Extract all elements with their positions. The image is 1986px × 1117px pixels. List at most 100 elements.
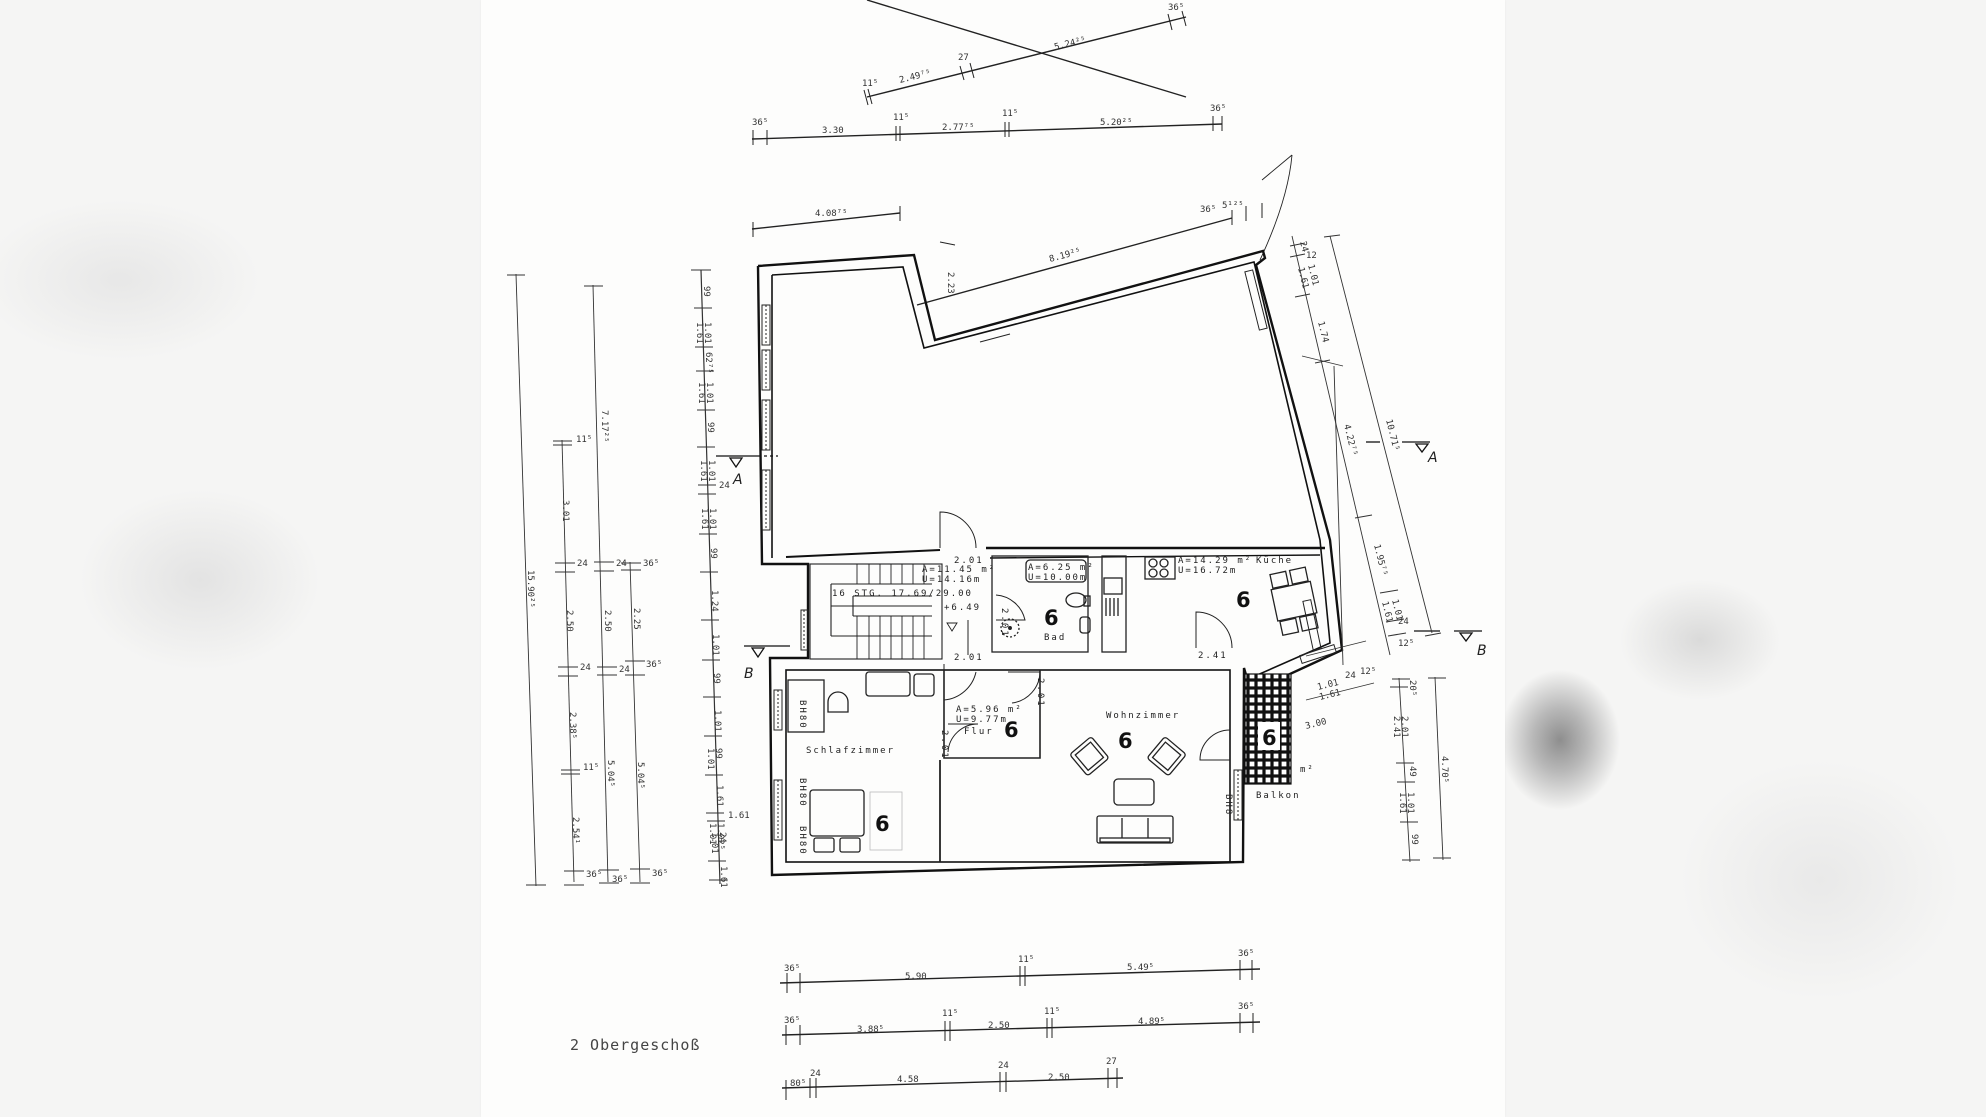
svg-text:4.08⁷⁵: 4.08⁷⁵ — [815, 209, 848, 219]
svg-text:36⁵: 36⁵ — [784, 1016, 800, 1026]
svg-text:99: 99 — [708, 548, 718, 559]
svg-text:1.01: 1.01 — [705, 748, 715, 770]
plan-title: 2 Obergeschoß — [570, 1036, 700, 1054]
svg-text:36⁵: 36⁵ — [752, 118, 768, 128]
svg-text:3.01: 3.01 — [560, 500, 570, 522]
svg-text:3.00: 3.00 — [1304, 717, 1327, 732]
svg-text:27: 27 — [1106, 1057, 1117, 1067]
svg-text:10.71⁵: 10.71⁵ — [1383, 418, 1401, 452]
svg-text:1.24: 1.24 — [709, 590, 719, 612]
svg-text:24: 24 — [719, 481, 730, 491]
svg-text:Flur: Flur — [964, 727, 994, 737]
svg-text:1.95⁷⁵: 1.95⁷⁵ — [1371, 543, 1389, 577]
svg-text:36⁵: 36⁵ — [646, 660, 662, 670]
svg-text:11⁵: 11⁵ — [893, 113, 909, 123]
svg-text:1.01: 1.01 — [710, 634, 720, 656]
svg-text:1.01: 1.01 — [707, 823, 717, 845]
svg-text:36⁵: 36⁵ — [1238, 1002, 1254, 1012]
door-swings — [939, 511, 1233, 761]
svg-text:Schlafzimmer: Schlafzimmer — [806, 746, 895, 756]
room-balkon: 6 Balkon m² — [1244, 673, 1313, 801]
svg-text:11⁵: 11⁵ — [862, 79, 878, 89]
svg-text:24: 24 — [810, 1069, 821, 1079]
section-marker-labels: A B A B — [732, 450, 1487, 682]
svg-text:1.61: 1.61 — [714, 785, 724, 807]
svg-text:36⁵: 36⁵ — [1210, 104, 1226, 114]
svg-text:Küche: Küche — [1256, 556, 1293, 566]
svg-text:2.01: 2.01 — [1035, 678, 1045, 708]
unit-number-bad: 6 — [1044, 606, 1059, 630]
room-schlafzimmer: Schlafzimmer 6 BH80 BH80 BH80 — [787, 671, 941, 862]
svg-text:4.70⁵: 4.70⁵ — [1439, 756, 1449, 783]
svg-text:5¹²⁵: 5¹²⁵ — [1222, 201, 1244, 211]
svg-text:36⁵: 36⁵ — [643, 559, 659, 569]
svg-text:11⁵: 11⁵ — [942, 1009, 958, 1019]
svg-text:2.38⁵: 2.38⁵ — [567, 712, 577, 739]
svg-text:2.50: 2.50 — [988, 1021, 1010, 1031]
svg-text:12: 12 — [1306, 251, 1317, 261]
svg-text:2.01: 2.01 — [939, 730, 949, 760]
svg-text:2.50: 2.50 — [564, 610, 574, 632]
svg-text:24: 24 — [717, 832, 727, 843]
svg-text:36⁵: 36⁵ — [784, 964, 800, 974]
svg-text:1.01: 1.01 — [1405, 792, 1415, 814]
svg-text:3.88⁵: 3.88⁵ — [857, 1025, 884, 1035]
svg-text:BH80: BH80 — [797, 778, 807, 808]
svg-text:+6.49: +6.49 — [944, 603, 981, 613]
svg-text:5.04⁵: 5.04⁵ — [635, 762, 645, 789]
svg-text:U=16.72m: U=16.72m — [1178, 566, 1237, 576]
svg-text:1.61: 1.61 — [696, 382, 706, 404]
svg-text:2.25: 2.25 — [631, 608, 641, 630]
svg-text:5.20²⁵: 5.20²⁵ — [1100, 118, 1133, 128]
svg-text:36⁵: 36⁵ — [1168, 3, 1184, 13]
svg-text:1.61: 1.61 — [1397, 792, 1407, 814]
svg-text:27: 27 — [958, 53, 969, 63]
svg-text:99: 99 — [1409, 834, 1419, 845]
stair-labels: 16 STG. 17.69/29.00 A=11.45 m² U=14.16m … — [832, 556, 994, 663]
svg-text:2.23: 2.23 — [945, 272, 955, 294]
svg-text:7.17²⁵: 7.17²⁵ — [599, 410, 609, 443]
svg-text:B: B — [744, 666, 754, 682]
svg-text:5.49⁵: 5.49⁵ — [1127, 963, 1154, 973]
svg-text:1.01: 1.01 — [702, 322, 712, 344]
room-wohnzimmer: Wohnzimmer 6 BH8 — [1070, 711, 1233, 844]
svg-text:2.01: 2.01 — [1399, 716, 1409, 738]
svg-text:80⁵: 80⁵ — [790, 1079, 806, 1089]
staircase — [809, 563, 943, 660]
svg-text:49: 49 — [1407, 766, 1417, 777]
svg-text:A=14.29 m²: A=14.29 m² — [1178, 556, 1252, 566]
svg-text:11⁵: 11⁵ — [1044, 1007, 1060, 1017]
room-bad: A=6.25 m² U=10.00m 6 Bad 2.01 — [991, 555, 1093, 653]
svg-text:15.90²⁵: 15.90²⁵ — [525, 570, 535, 608]
svg-text:62⁷⁵: 62⁷⁵ — [703, 352, 713, 374]
svg-text:5.04⁵: 5.04⁵ — [605, 760, 615, 787]
svg-text:24: 24 — [1398, 617, 1409, 627]
svg-text:1.01: 1.01 — [712, 710, 722, 732]
svg-text:Balkon: Balkon — [1256, 791, 1301, 801]
bottom-dimension-labels: 36⁵ 5.90 11⁵ 5.49⁵ 36⁵ 36⁵ 3.88⁵ 11⁵ 2.5… — [784, 949, 1254, 1089]
svg-text:A: A — [732, 472, 743, 488]
svg-text:11⁵: 11⁵ — [1002, 109, 1018, 119]
svg-text:4.22⁷⁵: 4.22⁷⁵ — [1341, 423, 1359, 457]
left-dimension-lines — [507, 269, 727, 887]
svg-text:24: 24 — [577, 559, 588, 569]
svg-text:99: 99 — [705, 422, 715, 433]
svg-text:1.01: 1.01 — [706, 460, 716, 482]
svg-text:1.61: 1.61 — [728, 811, 750, 821]
top-dimension-lines — [751, 0, 1293, 306]
svg-text:36⁵: 36⁵ — [612, 875, 628, 885]
right-dimension-lines — [1289, 234, 1451, 863]
svg-text:24: 24 — [619, 665, 630, 675]
svg-text:2.49⁷⁵: 2.49⁷⁵ — [898, 68, 932, 86]
svg-text:24: 24 — [1345, 671, 1356, 681]
svg-text:24: 24 — [998, 1061, 1009, 1071]
room-kueche: A=14.29 m² U=16.72m Küche 6 2.41 — [1101, 555, 1319, 661]
level-marker-icon — [946, 622, 958, 632]
unit-number-schlafzimmer: 6 — [875, 812, 890, 836]
unit-number-kueche: 6 — [1236, 588, 1251, 612]
room-flur: A=5.96 m² U=9.77m Flur 6 2.01 2.01 — [939, 670, 1045, 760]
svg-text:U=9.77m: U=9.77m — [956, 715, 1008, 725]
svg-text:5.90: 5.90 — [905, 972, 927, 982]
svg-text:BH80: BH80 — [797, 826, 807, 856]
